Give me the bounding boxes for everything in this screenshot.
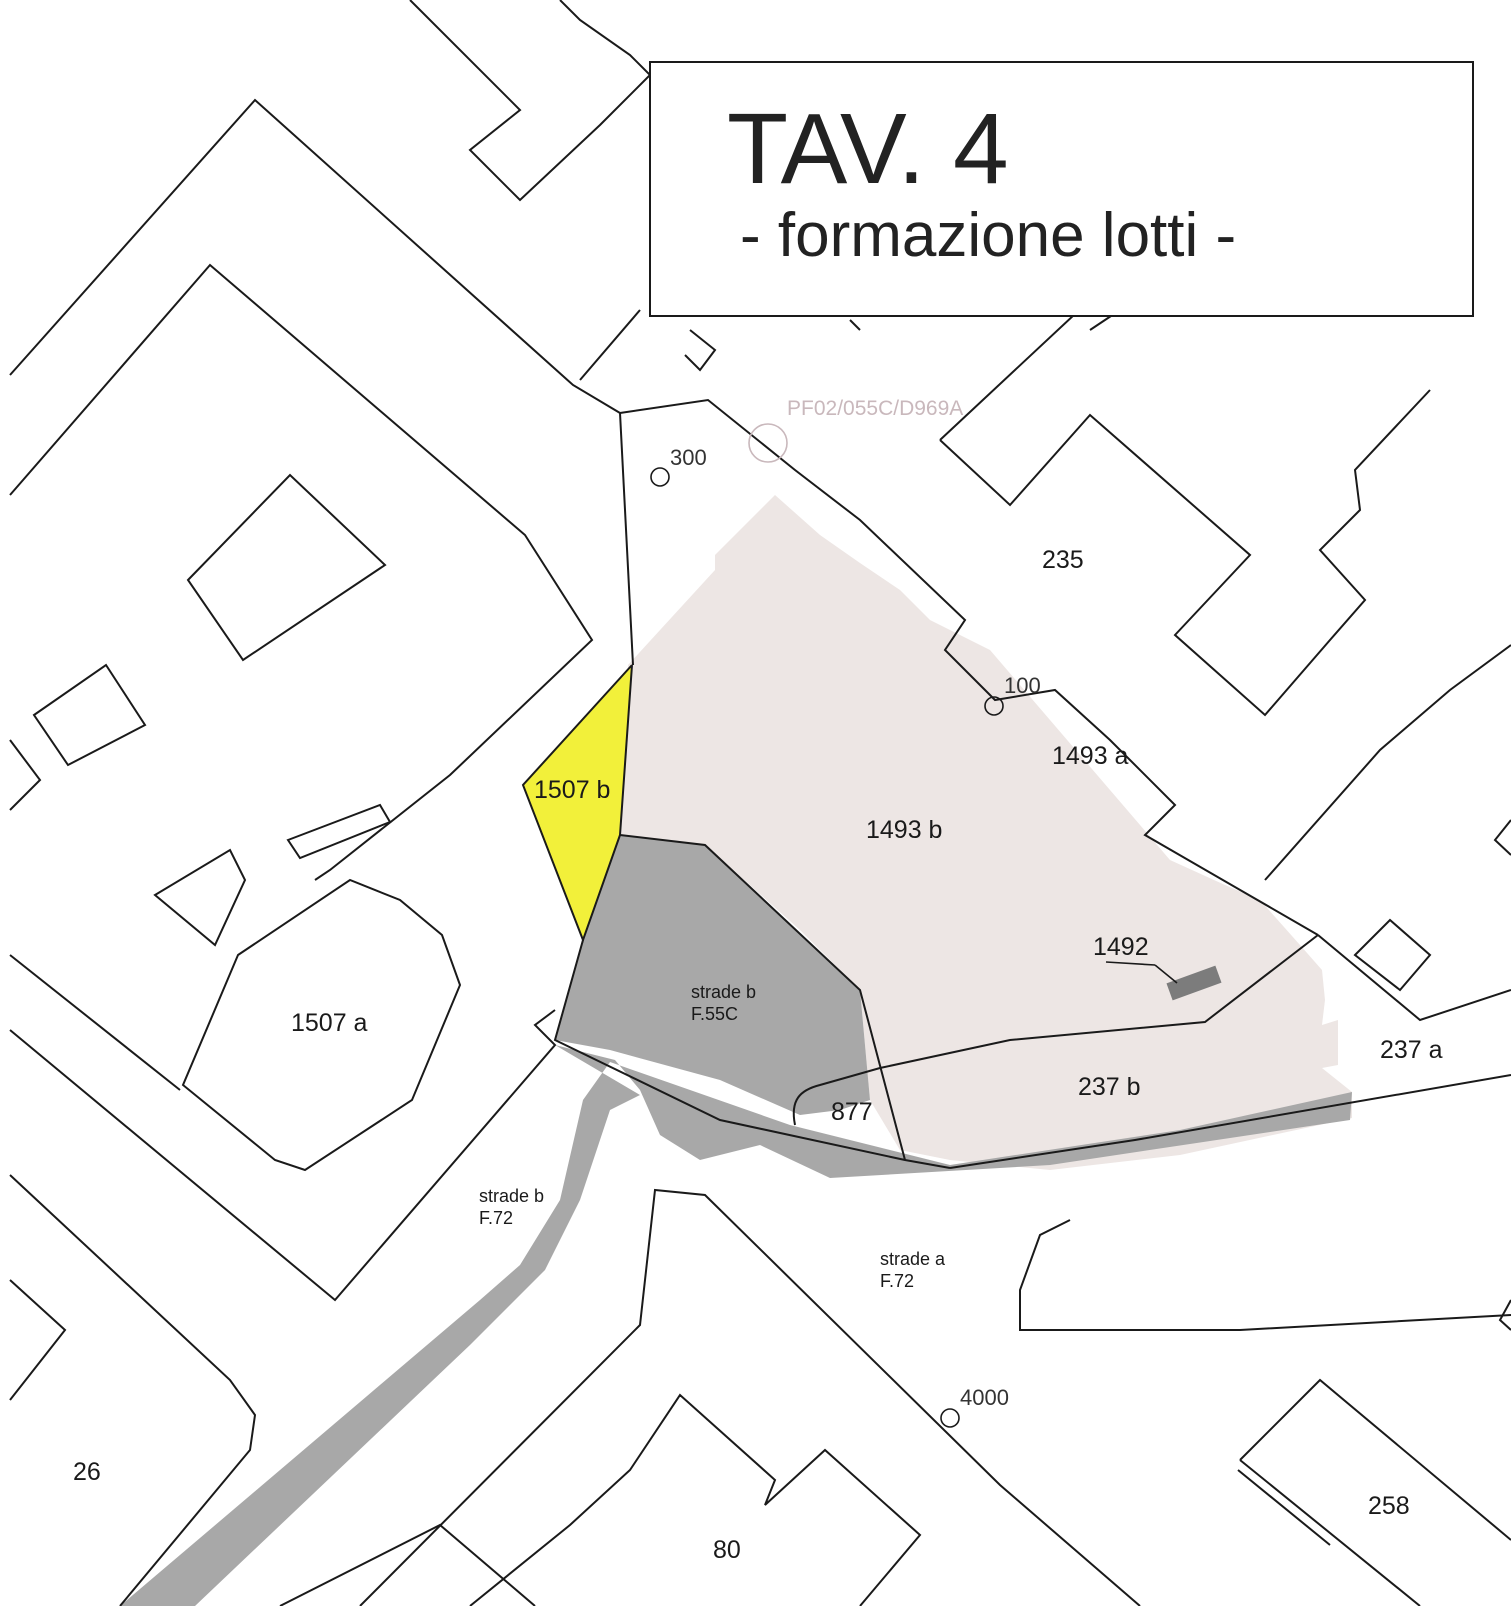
parcel-80-label: 80 <box>713 1536 741 1564</box>
parcel-1493a-label: 1493 a <box>1052 742 1129 770</box>
outline-inner-square-1 <box>186 473 387 662</box>
lot-1507b-fill <box>523 665 632 940</box>
road-strade-b-72-line2: F.72 <box>479 1208 513 1228</box>
outline-right-lower <box>1019 1219 1511 1331</box>
outline-80 <box>469 1393 922 1606</box>
outline-triangle <box>153 848 247 947</box>
building-1492-fill <box>1166 965 1222 1001</box>
outline-left-mid-block <box>9 263 594 881</box>
survey-points: 300 100 4000 PF02/055C/D969A <box>650 397 1041 1428</box>
road-strade-a-72-line2: F.72 <box>880 1271 914 1291</box>
outline-parcel-1507a <box>181 878 462 1172</box>
road-strade-b-72-line1: strade b <box>479 1186 544 1206</box>
outline-right-block <box>1264 644 1511 1022</box>
outline-small-hook <box>684 329 717 372</box>
survey-point-4000-label: 4000 <box>960 1385 1009 1410</box>
outline-235 <box>939 299 1431 717</box>
outline-80-left <box>279 1523 536 1606</box>
parcel-1493b-label: 1493 b <box>866 816 942 844</box>
parcel-labels: 235 1493 a 1493 b 1507 b 1507 a 1492 237… <box>73 546 1443 1564</box>
survey-point-100-label: 100 <box>1004 673 1041 698</box>
outline-far-left-1 <box>9 739 42 811</box>
outline-258 <box>1237 1378 1511 1606</box>
outline-877 <box>792 1067 881 1126</box>
outline-top-left-block <box>409 0 652 202</box>
road-strade-b-55c-fill <box>555 835 870 1115</box>
reference-code-label: PF02/055C/D969A <box>787 397 963 420</box>
outline-far-left-4 <box>9 1174 257 1606</box>
outline-far-left-2 <box>9 954 181 1091</box>
survey-point-300-label: 300 <box>670 445 707 470</box>
outline-left-big-block <box>9 98 634 666</box>
survey-point-4000-marker <box>940 1408 960 1428</box>
parcel-26-label: 26 <box>73 1458 101 1486</box>
outline-road-55c <box>553 834 951 1169</box>
lot-fills <box>120 495 1352 1606</box>
parcel-outlines <box>9 0 1511 1606</box>
outline-right-edge <box>1493 819 1511 856</box>
survey-point-300-marker <box>650 467 670 487</box>
outline-small-rect <box>286 803 392 860</box>
outline-237b <box>879 934 1511 1169</box>
road-strade-b-72-fill <box>120 1045 1352 1606</box>
outline-lower-center <box>359 1188 1141 1606</box>
parcel-1507a-label: 1507 a <box>291 1009 368 1037</box>
road-strade-b-55c-line2: F.55C <box>691 1004 738 1024</box>
outline-inner-square-2 <box>32 663 147 767</box>
parcel-237a-label: 237 a <box>1380 1036 1443 1064</box>
reference-circle-marker <box>748 423 788 463</box>
parcel-1492-leader-2 <box>1154 964 1178 984</box>
parcel-237b-label: 237 b <box>1078 1073 1141 1101</box>
survey-point-100-marker <box>984 696 1004 716</box>
lot-1493b-fill <box>620 495 1352 1170</box>
outline-right-small <box>1353 918 1432 992</box>
road-strade-b-55c-line1: strade b <box>691 982 756 1002</box>
outline-right-notch <box>1498 1299 1511 1331</box>
parcel-1492-leader <box>1105 961 1156 966</box>
title-block: TAV. 4 - formazione lotti - <box>649 61 1474 317</box>
outline-top-right <box>579 309 1121 381</box>
parcel-877-label: 877 <box>831 1098 873 1126</box>
outline-far-left-3 <box>9 1009 557 1302</box>
title-main: TAV. 4 <box>727 93 1009 205</box>
road-labels: strade b F.55C strade b F.72 strade a F.… <box>479 982 946 1291</box>
parcel-258-label: 258 <box>1368 1492 1410 1520</box>
road-strade-a-72-line1: strade a <box>880 1249 946 1269</box>
parcel-235-label: 235 <box>1042 546 1084 574</box>
outline-far-left-5 <box>9 1279 67 1401</box>
parcel-1507b-label: 1507 b <box>534 776 610 804</box>
title-box <box>649 61 1474 317</box>
title-subtitle: - formazione lotti - <box>740 201 1236 270</box>
parcel-1492-label: 1492 <box>1093 933 1149 961</box>
